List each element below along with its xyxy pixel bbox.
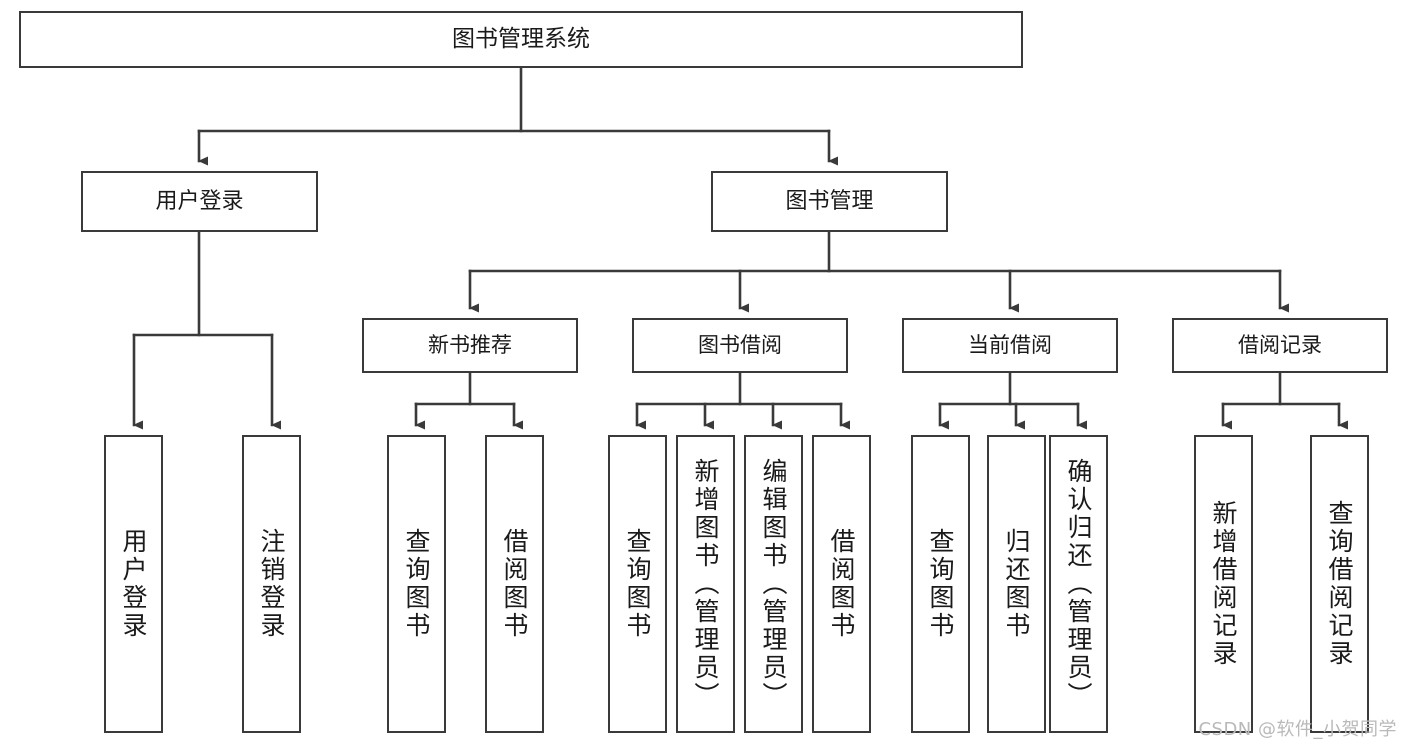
leaf-node-2-label: 注销登录 [257,528,286,640]
leaf-node-4[interactable]: 借阅图书 [485,435,544,733]
leaf-node-7[interactable]: 编辑图书（管理员） [744,435,803,733]
leaf-node-9[interactable]: 查询图书 [911,435,970,733]
leaf-node-7-label: 编辑图书（管理员） [759,458,788,710]
leaf-node-13-label: 查询借阅记录 [1325,500,1354,668]
level3-node-1-label: 新书推荐 [428,333,512,358]
level2-node-1-label: 用户登录 [155,188,244,214]
level2-node-1[interactable]: 用户登录 [81,171,318,232]
leaf-node-13[interactable]: 查询借阅记录 [1310,435,1369,733]
root-node-book-management-system[interactable]: 图书管理系统 [19,11,1023,68]
leaf-node-8[interactable]: 借阅图书 [812,435,871,733]
level2-node-2-label: 图书管理 [785,188,874,214]
leaf-node-5-label: 查询图书 [623,528,652,640]
level2-node-2[interactable]: 图书管理 [711,171,948,232]
leaf-node-12-label: 新增借阅记录 [1209,500,1238,668]
leaf-node-2[interactable]: 注销登录 [242,435,301,733]
leaf-node-1[interactable]: 用户登录 [104,435,163,733]
csdn-watermark: CSDN @软件_小贺同学 [1198,719,1397,740]
level3-node-1[interactable]: 新书推荐 [362,318,578,373]
leaf-node-6[interactable]: 新增图书（管理员） [676,435,735,733]
leaf-node-9-label: 查询图书 [926,528,955,640]
leaf-node-3[interactable]: 查询图书 [387,435,446,733]
level3-node-3-label: 当前借阅 [968,333,1052,358]
leaf-node-4-label: 借阅图书 [500,528,529,640]
leaf-node-10[interactable]: 归还图书 [987,435,1046,733]
leaf-node-12[interactable]: 新增借阅记录 [1194,435,1253,733]
leaf-node-10-label: 归还图书 [1002,528,1031,640]
level3-node-2[interactable]: 图书借阅 [632,318,848,373]
leaf-node-11[interactable]: 确认归还（管理员） [1049,435,1108,733]
leaf-node-1-label: 用户登录 [119,528,148,640]
leaf-node-11-label: 确认归还（管理员） [1064,458,1093,710]
leaf-node-3-label: 查询图书 [402,528,431,640]
level3-node-4-label: 借阅记录 [1238,333,1322,358]
level3-node-3[interactable]: 当前借阅 [902,318,1118,373]
level3-node-2-label: 图书借阅 [698,333,782,358]
level3-node-4[interactable]: 借阅记录 [1172,318,1388,373]
leaf-node-6-label: 新增图书（管理员） [691,458,720,710]
leaf-node-5[interactable]: 查询图书 [608,435,667,733]
leaf-node-8-label: 借阅图书 [827,528,856,640]
root-node-book-management-system-label: 图书管理系统 [452,25,590,52]
